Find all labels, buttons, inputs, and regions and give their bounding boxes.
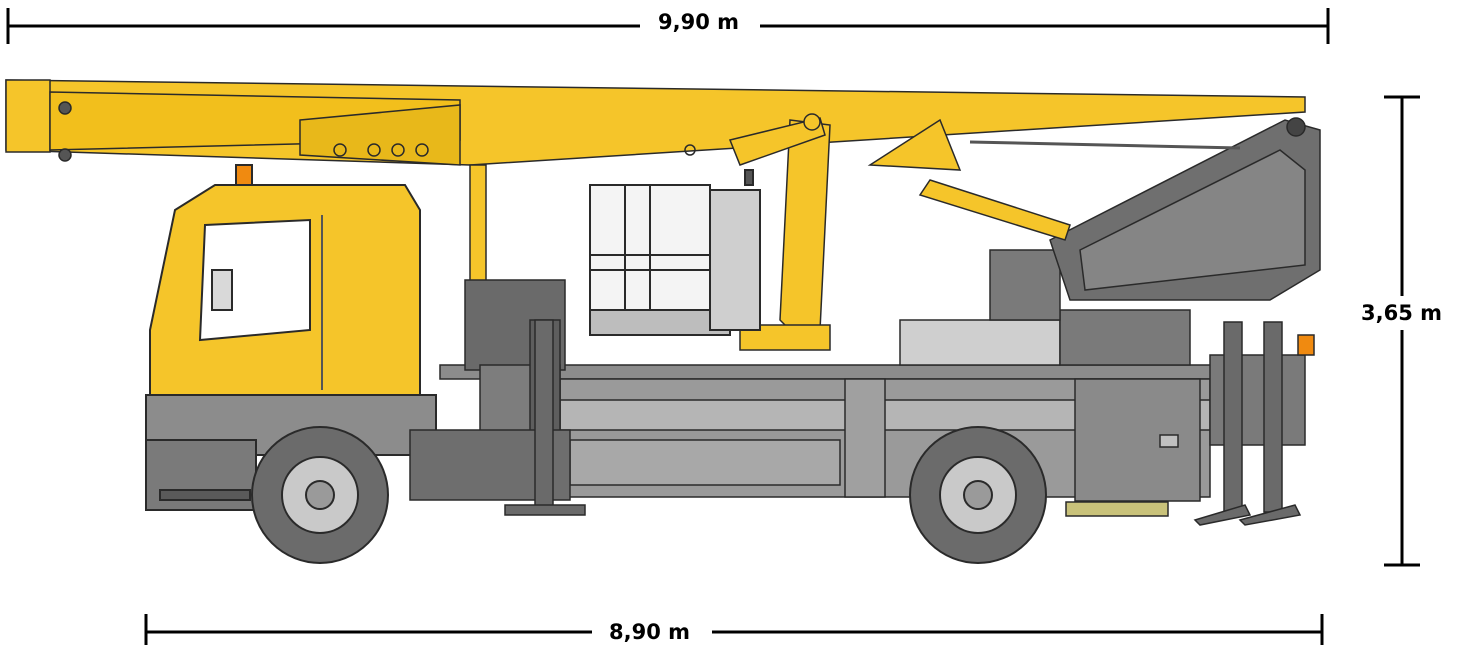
dimension-line-chassis <box>144 614 1324 645</box>
beacon-rear <box>1297 334 1315 356</box>
front-wheel <box>251 426 389 564</box>
dimension-line-height <box>1384 95 1420 567</box>
beacon-front <box>235 164 253 186</box>
boom <box>5 79 1306 241</box>
outriggers <box>504 319 1315 526</box>
basket <box>589 169 761 336</box>
height-label: 3,65 m <box>1359 301 1445 325</box>
cab <box>145 164 437 511</box>
lift-arm <box>469 113 831 351</box>
overall-length-label: 9,90 m <box>652 10 746 34</box>
rear-wheel <box>909 426 1047 564</box>
dimension-line-length <box>6 8 1330 44</box>
turret <box>989 119 1321 366</box>
chassis-length-label: 8,90 m <box>603 620 697 644</box>
